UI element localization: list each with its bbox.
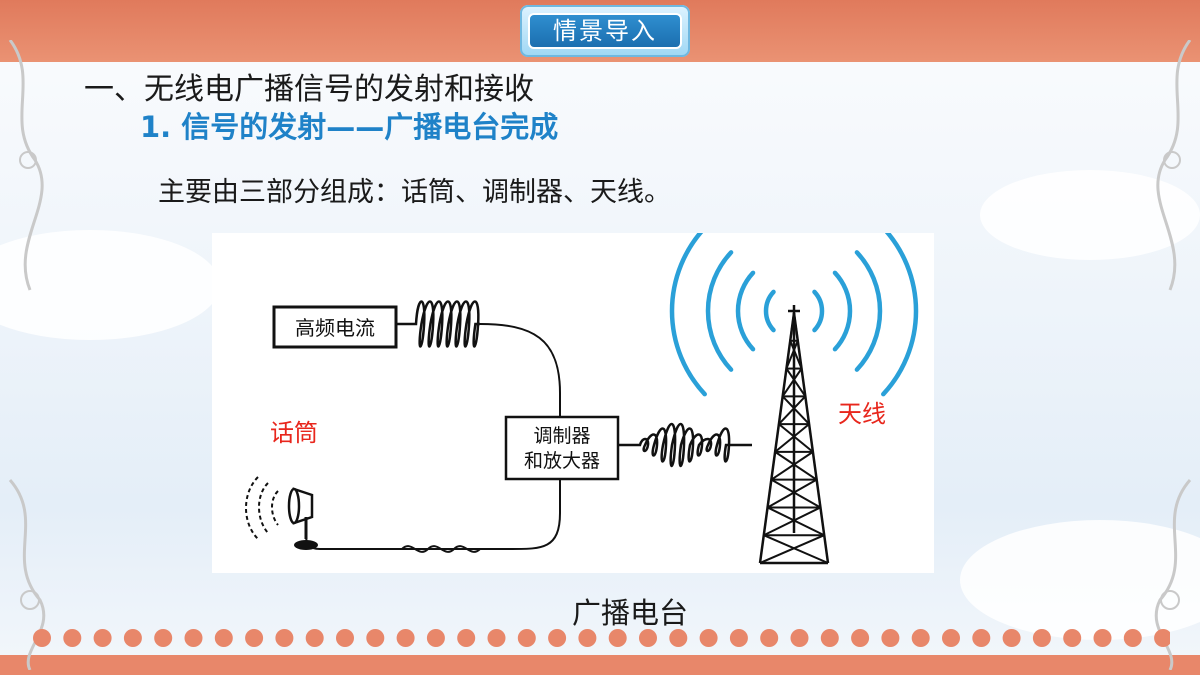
decorative-dot	[63, 629, 82, 647]
decorative-dot	[457, 629, 476, 647]
right-ornament	[1154, 40, 1192, 670]
decorative-dot	[487, 629, 506, 647]
decorative-dot	[93, 629, 112, 647]
decorative-dot	[881, 629, 900, 647]
decorative-dot	[517, 629, 536, 647]
antenna-tower-braces	[759, 312, 829, 564]
decorative-dot	[1063, 629, 1082, 647]
decorative-dot	[760, 629, 779, 647]
decorative-dot	[699, 629, 718, 647]
decorative-dot	[942, 629, 960, 647]
modulator-label-line2: 和放大器	[524, 450, 600, 472]
bottom-decorative-band	[0, 655, 1200, 675]
microphone-icon	[245, 476, 318, 550]
high-frequency-box	[272, 305, 398, 349]
left-ornament	[8, 40, 46, 670]
audio-wave	[401, 545, 481, 553]
decorative-dot	[123, 629, 142, 647]
microphone-label: 话筒	[270, 419, 318, 447]
decorative-dot	[426, 629, 445, 647]
decorative-dot	[396, 629, 415, 647]
decorative-dot	[669, 629, 688, 647]
modulated-wave-coil	[618, 422, 752, 468]
section-subheading: 1. 信号的发射——广播电台完成	[140, 110, 559, 144]
decorative-dot	[639, 629, 657, 647]
wire-to-microphone	[305, 479, 561, 550]
decorative-dot	[729, 629, 748, 647]
decorative-dot	[366, 629, 385, 647]
antenna-label: 天线	[838, 400, 886, 428]
scene-intro-badge: 情景导入	[520, 5, 690, 57]
decorative-dot	[305, 629, 324, 647]
decorative-dot	[1123, 629, 1142, 647]
decorative-dot	[578, 629, 597, 647]
antenna-tower-icon	[758, 305, 830, 565]
decorative-dot	[911, 629, 930, 647]
wire-to-modulator	[479, 323, 561, 431]
decorative-dot	[608, 629, 627, 647]
high-frequency-label: 高频电流	[295, 316, 375, 340]
section-body-text: 主要由三部分组成：话筒、调制器、天线。	[158, 177, 671, 208]
radio-waves-icon	[669, 225, 919, 397]
decorative-dot	[1002, 629, 1021, 647]
decorative-dot	[820, 629, 839, 647]
scene-intro-badge-label: 情景导入	[528, 13, 682, 49]
decorative-dot	[33, 629, 51, 647]
decorative-dot	[275, 629, 294, 647]
decorative-dot	[851, 629, 870, 647]
decorative-dot	[1093, 629, 1112, 647]
decorative-dot	[972, 629, 991, 647]
high-frequency-coil	[396, 300, 480, 348]
decorative-dot	[1032, 629, 1051, 647]
cloud	[960, 520, 1200, 640]
broadcast-diagram: 高频电流 调制器 和放大器	[212, 225, 934, 573]
decorative-dot	[336, 629, 354, 647]
modulator-box	[504, 415, 620, 481]
decorative-dot	[184, 629, 203, 647]
decorative-dot	[214, 629, 233, 647]
decorative-dot	[245, 629, 264, 647]
decorative-dot	[548, 629, 567, 647]
section-heading: 一、无线电广播信号的发射和接收	[84, 72, 534, 107]
broadcast-diagram-svg: 高频电流 调制器 和放大器	[245, 225, 919, 565]
decorative-dots	[33, 629, 1170, 647]
decorative-dot	[790, 629, 809, 647]
decorative-dot	[1154, 629, 1170, 647]
modulator-label-line1: 调制器	[533, 425, 590, 447]
cloud	[0, 230, 220, 340]
diagram-caption: 广播电台	[571, 596, 688, 630]
decorative-dot	[154, 629, 173, 647]
